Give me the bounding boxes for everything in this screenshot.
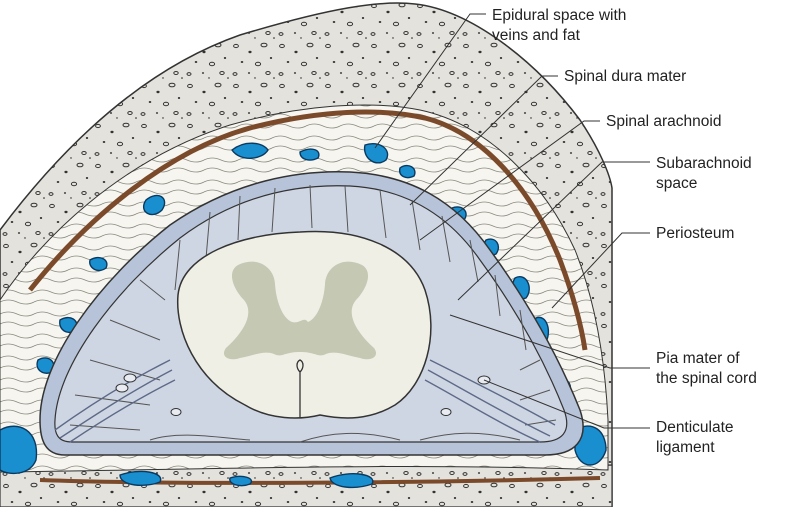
label-denticulate-ligament: Denticulate ligament [656, 418, 734, 458]
label-epidural-space: Epidural space with veins and fat [492, 6, 626, 46]
label-subarachnoid-space: Subarachnoid space [656, 154, 752, 194]
label-pia-mater: Pia mater of the spinal cord [656, 349, 757, 389]
label-periosteum: Periosteum [656, 224, 734, 244]
label-spinal-dura-mater: Spinal dura mater [564, 67, 686, 87]
label-spinal-arachnoid: Spinal arachnoid [606, 112, 721, 132]
